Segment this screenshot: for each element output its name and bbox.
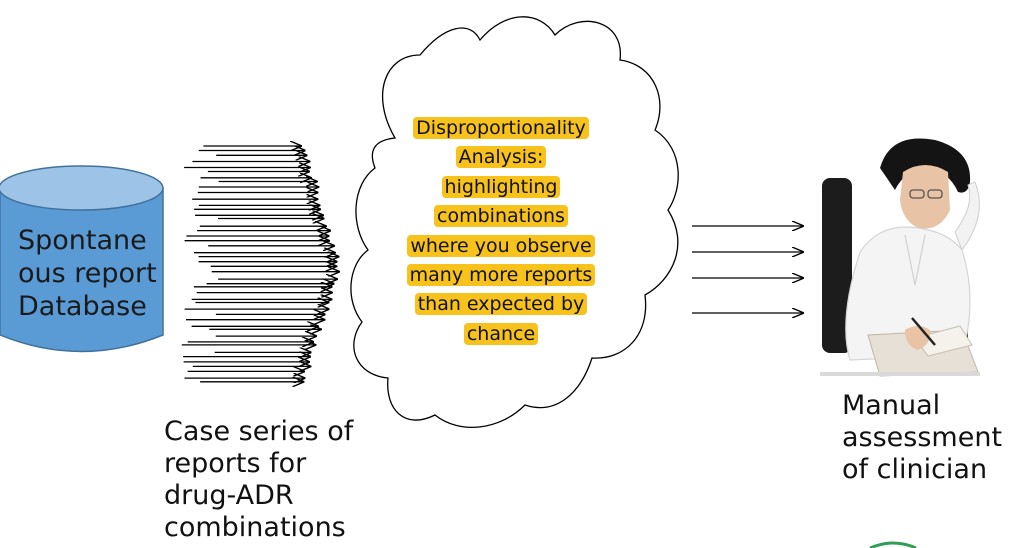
database-label-line: ous report	[18, 258, 157, 289]
cloud-text-line: than expected by	[414, 293, 588, 316]
clinician-label-line: Manual	[842, 390, 941, 421]
case-series-label: Case series of reports for drug-ADR comb…	[164, 416, 353, 544]
green-logo-fragment	[869, 541, 917, 548]
case-series-arrows	[181, 146, 339, 382]
case-series-label-line: combinations	[164, 512, 346, 543]
cloud-text-line: where you observe	[407, 234, 595, 257]
output-arrows	[692, 226, 803, 313]
case-series-label-line: reports for	[164, 448, 307, 479]
database-label-line: Spontane	[18, 225, 147, 256]
cloud-text-line: chance	[463, 322, 539, 345]
database-cylinder	[0, 165, 164, 353]
database-label-line: Database	[18, 291, 147, 322]
clinician-label: Manual assessment of clinician	[842, 390, 1002, 486]
clinician-label-line: assessment	[842, 422, 1003, 453]
case-series-label-line: drug-ADR	[164, 480, 294, 511]
cloud-text-line: combinations	[434, 205, 568, 228]
clinician-label-line: of clinician	[842, 454, 988, 485]
case-series-label-line: Case series of	[164, 416, 354, 447]
cloud-text-line: highlighting	[441, 175, 561, 198]
clinician-photo-icon	[820, 138, 980, 377]
cloud-text-line: Disproportionality	[413, 117, 589, 139]
database-label: Spontane ous report Database	[18, 224, 157, 323]
cloud-text-line: many more reports	[406, 264, 596, 287]
cloud-text-line: Analysis:	[455, 146, 547, 169]
cloud-text: Disproportionality Analysis: highlightin…	[396, 114, 606, 349]
